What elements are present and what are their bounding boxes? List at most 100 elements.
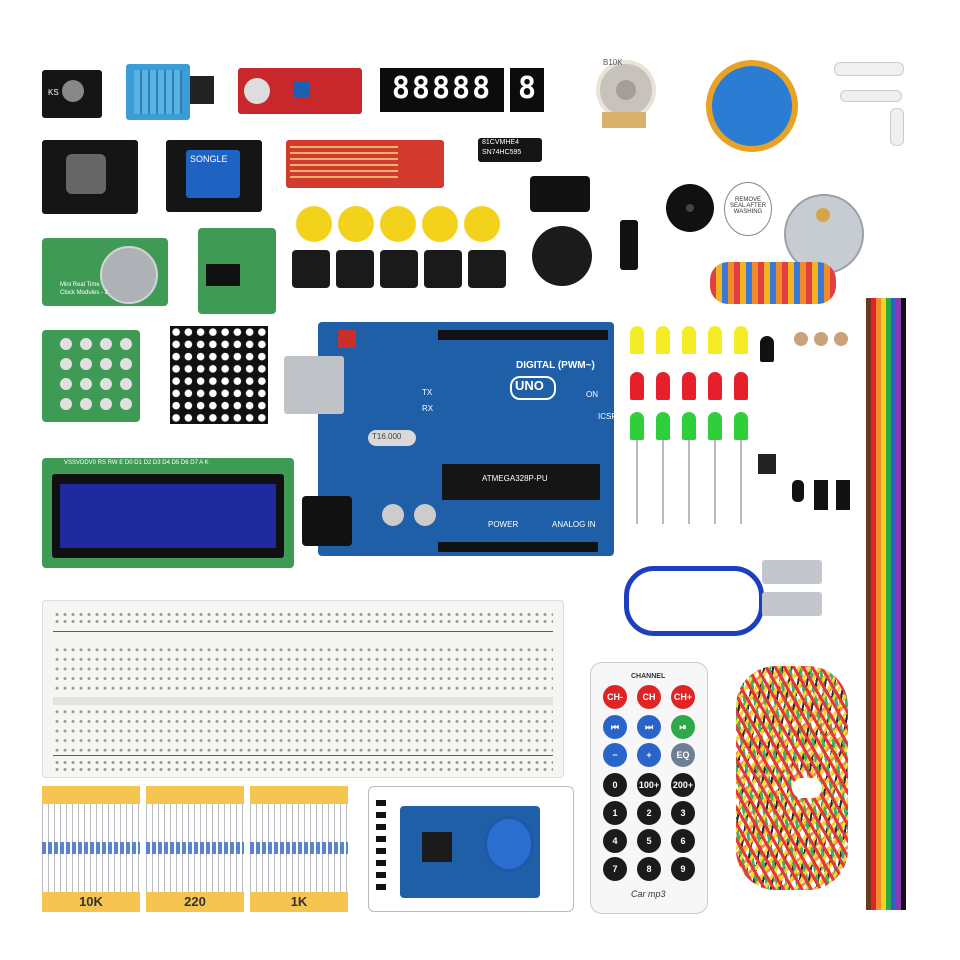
buzzer xyxy=(666,184,714,232)
power-label: POWER xyxy=(488,520,519,529)
led-yellow xyxy=(734,326,748,354)
servo-motor xyxy=(706,60,798,152)
sensor-module: KS xyxy=(42,70,102,118)
button-cap xyxy=(464,206,500,242)
remote-button[interactable]: 1 xyxy=(603,801,627,825)
led-green xyxy=(682,412,696,440)
button-cap xyxy=(380,206,416,242)
led-green xyxy=(630,412,644,440)
remote-button[interactable]: − xyxy=(603,743,627,767)
tactile-button xyxy=(292,250,330,288)
led-yellow xyxy=(682,326,696,354)
photoresistor xyxy=(814,332,828,346)
led-red xyxy=(708,372,722,400)
resistor-label-220: 220 xyxy=(146,892,244,912)
tactile-button xyxy=(336,250,374,288)
remote-button[interactable]: 3 xyxy=(671,801,695,825)
tactile-button xyxy=(380,250,418,288)
uno-label: UNO xyxy=(515,378,544,393)
on-label: ON xyxy=(586,390,598,399)
jumper-wire-bundle xyxy=(736,666,848,890)
led-red xyxy=(656,372,670,400)
rfid-module xyxy=(400,806,540,898)
lcd-pin-label: VSSVDDV0 RS RW E D0 D1 D2 D3 D4 D5 D6 D7… xyxy=(64,460,209,466)
seven-segment-display: 88888 xyxy=(380,68,504,112)
remote-button[interactable]: 2 xyxy=(637,801,661,825)
led-red xyxy=(630,372,644,400)
water-level-sensor xyxy=(286,140,444,188)
resistor-label-1k: 1K xyxy=(250,892,348,912)
photoresistor xyxy=(794,332,808,346)
remote-button[interactable]: 200+ xyxy=(671,773,695,797)
remote-button[interactable]: ⏮ xyxy=(603,715,627,739)
remote-button[interactable]: CH- xyxy=(603,685,627,709)
remote-button[interactable]: 0 xyxy=(603,773,627,797)
tilt-sensor xyxy=(836,480,850,510)
led-yellow xyxy=(656,326,670,354)
atmega-chip: ATMEGA328P-PU xyxy=(442,464,600,500)
button-cap xyxy=(422,206,458,242)
arduino-uno-board: DIGITAL (PWM~) UNO ON TX RX ICSP T16.000… xyxy=(284,322,617,556)
jumper-ribbon xyxy=(866,298,906,910)
remote-button[interactable]: ⏯ xyxy=(671,715,695,739)
led-yellow xyxy=(630,326,644,354)
tactile-button xyxy=(468,250,506,288)
potentiometer xyxy=(596,60,656,120)
shift-register-ic: 81CVMHE4 SN74HC595 xyxy=(478,138,542,162)
resistor-pack-1k: 1K xyxy=(250,786,348,912)
remote-button[interactable]: + xyxy=(637,743,661,767)
stepper-driver xyxy=(198,228,276,314)
relay-label: SONGLE xyxy=(190,154,228,164)
remote-button[interactable]: CH xyxy=(637,685,661,709)
led-yellow xyxy=(708,326,722,354)
ir-remote: CHANNEL CH- CH CH+ ⏮ ⏭ ⏯ − + EQ 0 100+ 2… xyxy=(590,662,708,914)
led-red xyxy=(734,372,748,400)
resistor-pack-220: 220 xyxy=(146,786,244,912)
usb-cable xyxy=(624,566,764,636)
stepper-motor xyxy=(784,194,864,274)
relay-module: SONGLE xyxy=(166,140,262,212)
tilt-sensor xyxy=(814,480,828,510)
remote-button[interactable]: 9 xyxy=(671,857,695,881)
button-cap xyxy=(338,206,374,242)
remote-brand: Car mp3 xyxy=(631,889,666,899)
led-matrix xyxy=(170,326,268,424)
led-green xyxy=(708,412,722,440)
tactile-button xyxy=(424,250,462,288)
digital-label: DIGITAL (PWM~) xyxy=(516,360,595,371)
led-green xyxy=(656,412,670,440)
lcd-screen xyxy=(60,484,276,548)
joystick-cap xyxy=(532,226,592,286)
photoresistor xyxy=(834,332,848,346)
battery-clip xyxy=(530,176,590,212)
rtc-module: Mini Real Time Clock Modules - 2 xyxy=(42,238,168,306)
remote-button[interactable]: CH+ xyxy=(671,685,695,709)
remote-button[interactable]: 5 xyxy=(637,829,661,853)
breadboard xyxy=(42,600,564,778)
remote-button[interactable]: 7 xyxy=(603,857,627,881)
dht11-sensor xyxy=(126,64,190,120)
servo-horns xyxy=(834,62,904,76)
remote-button[interactable]: EQ xyxy=(671,743,695,767)
seven-segment-single: 8 xyxy=(510,68,544,112)
ir-led xyxy=(760,336,774,362)
analog-label: ANALOG IN xyxy=(552,520,596,529)
microphone-module xyxy=(238,68,362,114)
remote-button[interactable]: ⏭ xyxy=(637,715,661,739)
led-red xyxy=(682,372,696,400)
remote-button[interactable]: 6 xyxy=(671,829,695,853)
remote-button[interactable]: 4 xyxy=(603,829,627,853)
resistor-pack-10k: 10K xyxy=(42,786,140,912)
joystick-module xyxy=(42,140,138,214)
pot-label: B10K xyxy=(603,58,623,67)
led-green xyxy=(734,412,748,440)
buzzer-sticker: REMOVE SEAL AFTER WASHING xyxy=(724,182,772,236)
remote-button[interactable]: 100+ xyxy=(637,773,661,797)
remote-button[interactable]: 8 xyxy=(637,857,661,881)
membrane-keypad xyxy=(42,330,140,422)
ir-receiver xyxy=(758,454,776,474)
lcd-1602-module: VSSVDDV0 RS RW E D0 D1 D2 D3 D4 D5 D6 D7… xyxy=(42,458,294,568)
resistor-label-10k: 10K xyxy=(42,892,140,912)
tilt-sensor xyxy=(792,480,804,502)
button-cap xyxy=(296,206,332,242)
